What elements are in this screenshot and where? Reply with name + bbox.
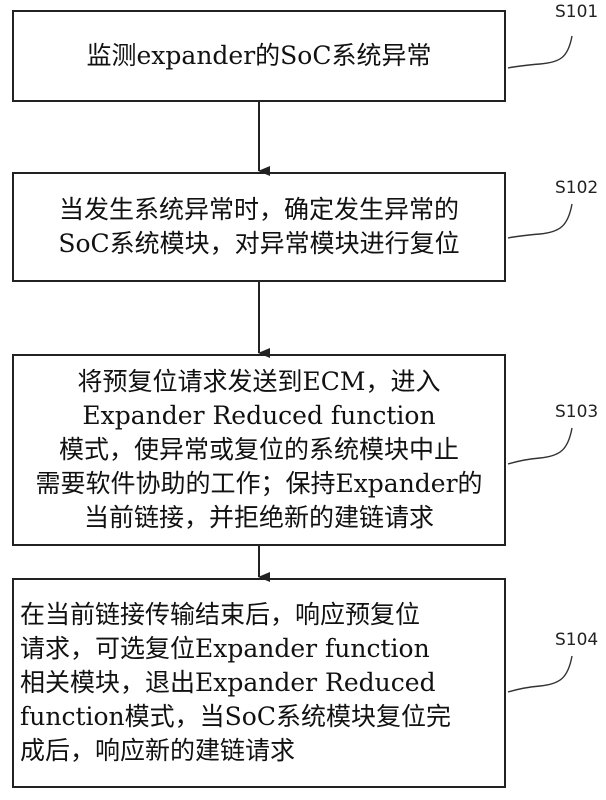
step-text-line: 需要软件协助的工作；保持Expander的 [35, 469, 483, 498]
leader-curve-s102 [507, 203, 573, 239]
step-text-line: Expander Reduced function [82, 401, 436, 430]
step-text-line: 当前链接，并拒绝新的建链请求 [83, 503, 434, 532]
step-text-line: 将预复位请求发送到ECM，进入 [77, 367, 441, 396]
step-text-line: function模式，当SoC系统模块复位完 [20, 702, 451, 731]
step-text-line: 模式，使异常或复位的系统模块中止 [58, 435, 459, 464]
step-box-s101: 监测expander的SoC系统异常 [12, 10, 506, 102]
step-text-line: 成后，响应新的建链请求 [20, 736, 296, 765]
step-label-s104: S104 [555, 630, 599, 650]
leader-curve-s103 [507, 427, 573, 465]
leader-curve-s101 [507, 35, 573, 69]
step-label-s103: S103 [555, 402, 599, 422]
step-box-s102: 当发生系统异常时，确定发生异常的 SoC系统模块，对异常模块进行复位 [12, 172, 506, 282]
step-box-s103: 将预复位请求发送到ECM，进入 Expander Reduced functio… [12, 354, 506, 546]
step-text-line: 相关模块，退出Expander Reduced [20, 668, 436, 697]
leader-curve-s104 [507, 655, 573, 693]
step-text-line: 当发生系统异常时，确定发生异常的 [58, 195, 459, 224]
step-label-s102: S102 [555, 178, 599, 198]
step-text-line: SoC系统模块，对异常模块进行复位 [58, 229, 460, 258]
step-text-line: 在当前链接传输结束后，响应预复位 [20, 600, 421, 629]
step-label-s101: S101 [555, 2, 599, 22]
step-box-s104: 在当前链接传输结束后，响应预复位 请求，可选复位Expander functio… [12, 578, 506, 788]
step-text-line: 请求，可选复位Expander function [20, 634, 430, 663]
step-text-line: 监测expander的SoC系统异常 [86, 41, 432, 70]
